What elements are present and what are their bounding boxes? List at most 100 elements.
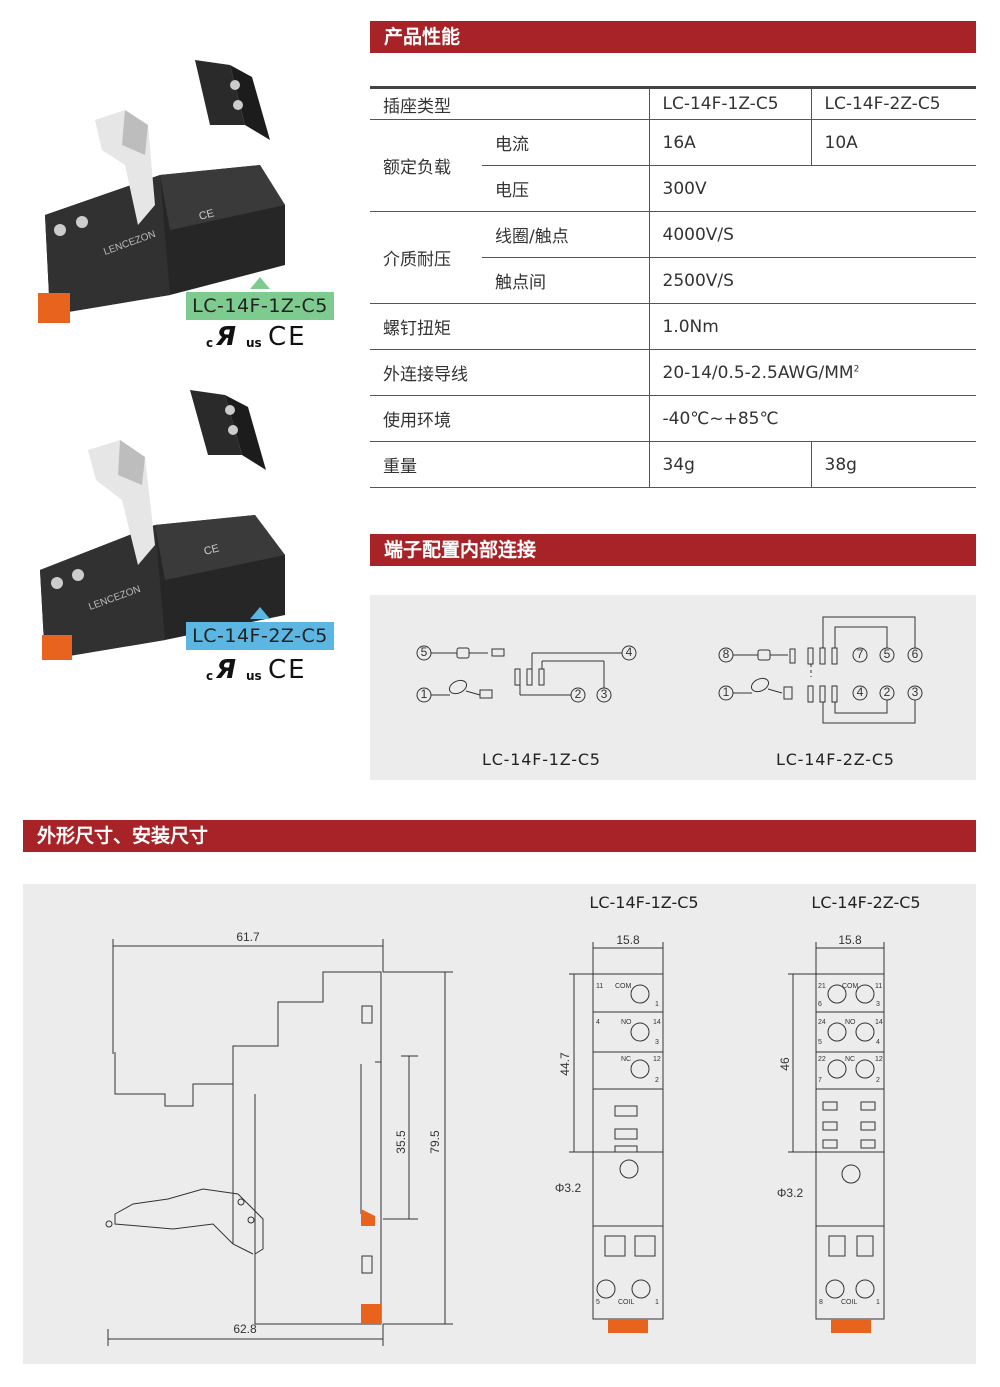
- arrow-up-icon: [250, 607, 270, 619]
- spec-current: 电流: [482, 119, 649, 166]
- pin-label: 2: [884, 685, 891, 699]
- terminal-label: 5: [818, 1039, 822, 1046]
- dimension-drawing: 61.7 62.8 35.5 79.5 15.8 44.7 Φ3.2 LC-14…: [105, 893, 921, 1346]
- spec-header-col2: LC-14F-2Z-C5: [810, 86, 976, 120]
- table-row: 额定负载 电流 16A 10A: [370, 119, 976, 212]
- pin-label: 5: [884, 647, 891, 661]
- terminal-label: COIL: [841, 1299, 857, 1306]
- pin-label: 2: [575, 687, 582, 701]
- terminal-label: 11: [596, 983, 603, 990]
- pin-label: 4: [626, 645, 633, 659]
- terminal-label: 24: [818, 1019, 826, 1026]
- spec-weight-1: 34g: [648, 441, 811, 488]
- ul-us-icon: us: [246, 336, 262, 350]
- table-row: 电压 300V: [370, 165, 976, 212]
- table-row: 介质耐压 线圈/触点 4000V/S: [370, 211, 976, 304]
- product-photo-2: LENCEZON CE: [30, 385, 300, 665]
- spec-current-1: 16A: [648, 119, 811, 166]
- dim-front2-title: LC-14F-2Z-C5: [811, 893, 920, 912]
- terminal-label: 4: [596, 1019, 600, 1026]
- terminal-diagram-panel: 5 4 1 2 3 8 7 5 6 1 4 2 3 LC-14F-1Z-C5 L…: [370, 595, 976, 780]
- ul-mark-icon: c: [206, 336, 214, 350]
- table-row: 外连接导线 20-14/0.5-2.5AWG/MM2: [370, 349, 976, 396]
- terminal-label: 3: [876, 1001, 880, 1008]
- terminal-label: COIL: [618, 1299, 634, 1306]
- spec-rated-load: 额定负载: [370, 119, 482, 212]
- ce-mark-icon: CE: [268, 322, 307, 352]
- dim-front1-title: LC-14F-1Z-C5: [589, 893, 698, 912]
- spec-torque: 螺钉扭矩: [370, 303, 649, 350]
- pin-label: 1: [421, 687, 428, 701]
- terminal-label: 5: [596, 1299, 600, 1306]
- section-header-terminal: 端子配置内部连接: [370, 534, 976, 566]
- product-photo-1: LENCEZON CE: [30, 55, 300, 335]
- table-row: 插座类型 LC-14F-1Z-C5 LC-14F-2Z-C5: [370, 86, 976, 120]
- arrow-up-icon: [250, 277, 270, 289]
- product-label-1: LC-14F-1Z-C5: [186, 292, 334, 320]
- spec-coil-contact: 线圈/触点: [482, 211, 649, 258]
- terminal-label: 6: [818, 1001, 822, 1008]
- spec-voltage: 电压: [482, 165, 649, 212]
- terminal-label: 12: [875, 1056, 883, 1063]
- svg-text:CE: CE: [203, 542, 221, 558]
- spec-current-2: 10A: [810, 119, 976, 166]
- terminal-label: 12: [653, 1056, 661, 1063]
- terminal-label: 11: [875, 983, 882, 990]
- terminal-label: 22: [818, 1056, 826, 1063]
- spec-torque-val: 1.0Nm: [648, 303, 976, 350]
- ul-logo-icon: Я: [216, 655, 237, 685]
- ce-mark-icon: CE: [268, 655, 307, 685]
- spec-weight-2: 38g: [810, 441, 976, 488]
- product-label-2: LC-14F-2Z-C5: [186, 622, 334, 650]
- spec-between-contacts: 触点间: [482, 257, 649, 304]
- terminal-label: 1: [655, 1299, 659, 1306]
- pin-label: 4: [857, 685, 864, 699]
- terminal-label: NO: [621, 1019, 632, 1026]
- spec-wire: 外连接导线: [370, 349, 649, 396]
- dim-front1-height: 44.7: [558, 1052, 572, 1076]
- terminal-label: NC: [845, 1056, 855, 1063]
- terminal-label: COM: [615, 983, 632, 990]
- dim-side-top: 61.7: [236, 930, 260, 944]
- spec-coil-contact-val: 4000V/S: [648, 211, 976, 258]
- terminal-label: 1: [655, 1001, 659, 1008]
- spec-env-val: -40℃~+85℃: [648, 395, 976, 442]
- terminal-label: COM: [842, 983, 859, 990]
- spec-wire-text: 20-14/0.5-2.5AWG/MM: [662, 362, 854, 383]
- table-row: 螺钉扭矩 1.0Nm: [370, 303, 976, 350]
- dim-side-mid: 35.5: [394, 1130, 408, 1154]
- spec-header-label: 插座类型: [370, 86, 649, 120]
- terminal-label: NO: [845, 1019, 856, 1026]
- table-row: 重量 34g 38g: [370, 441, 976, 488]
- ul-us-icon: us: [246, 669, 262, 683]
- section-header-performance: 产品性能: [370, 21, 976, 53]
- section-header-dimensions: 外形尺寸、安装尺寸: [23, 820, 976, 852]
- terminal-label: 4: [876, 1039, 880, 1046]
- dim-front2-width: 15.8: [838, 933, 862, 947]
- spec-wire-val: 20-14/0.5-2.5AWG/MM2: [648, 349, 976, 396]
- svg-text:CE: CE: [198, 207, 216, 223]
- spec-header-col1: LC-14F-1Z-C5: [648, 86, 811, 120]
- dimension-panel: 61.7 62.8 35.5 79.5 15.8 44.7 Φ3.2 LC-14…: [23, 884, 976, 1364]
- spec-table: 插座类型 LC-14F-1Z-C5 LC-14F-2Z-C5 额定负载 电流 1…: [370, 86, 976, 488]
- pin-label: 7: [857, 647, 864, 661]
- diagram-caption-2: LC-14F-2Z-C5: [776, 750, 895, 769]
- dim-front2-height: 46: [778, 1057, 792, 1071]
- certification-marks-2: c Я us CE: [206, 655, 316, 687]
- spec-dielectric: 介质耐压: [370, 211, 482, 304]
- ul-mark-icon: c: [206, 669, 214, 683]
- ul-logo-icon: Я: [216, 322, 237, 352]
- terminal-label: 1: [876, 1299, 880, 1306]
- terminal-label: NC: [621, 1056, 631, 1063]
- terminal-label: 14: [875, 1019, 883, 1026]
- pin-label: 3: [912, 685, 919, 699]
- dim-front2-hole: Φ3.2: [777, 1186, 804, 1200]
- spec-between-contacts-val: 2500V/S: [648, 257, 976, 304]
- terminal-label: 14: [653, 1019, 661, 1026]
- dim-side-height: 79.5: [428, 1130, 442, 1154]
- diagram-caption-1: LC-14F-1Z-C5: [482, 750, 601, 769]
- pin-label: 3: [601, 687, 608, 701]
- pin-label: 1: [723, 685, 730, 699]
- certification-marks-1: c Я us CE: [206, 322, 316, 354]
- spec-env: 使用环境: [370, 395, 649, 442]
